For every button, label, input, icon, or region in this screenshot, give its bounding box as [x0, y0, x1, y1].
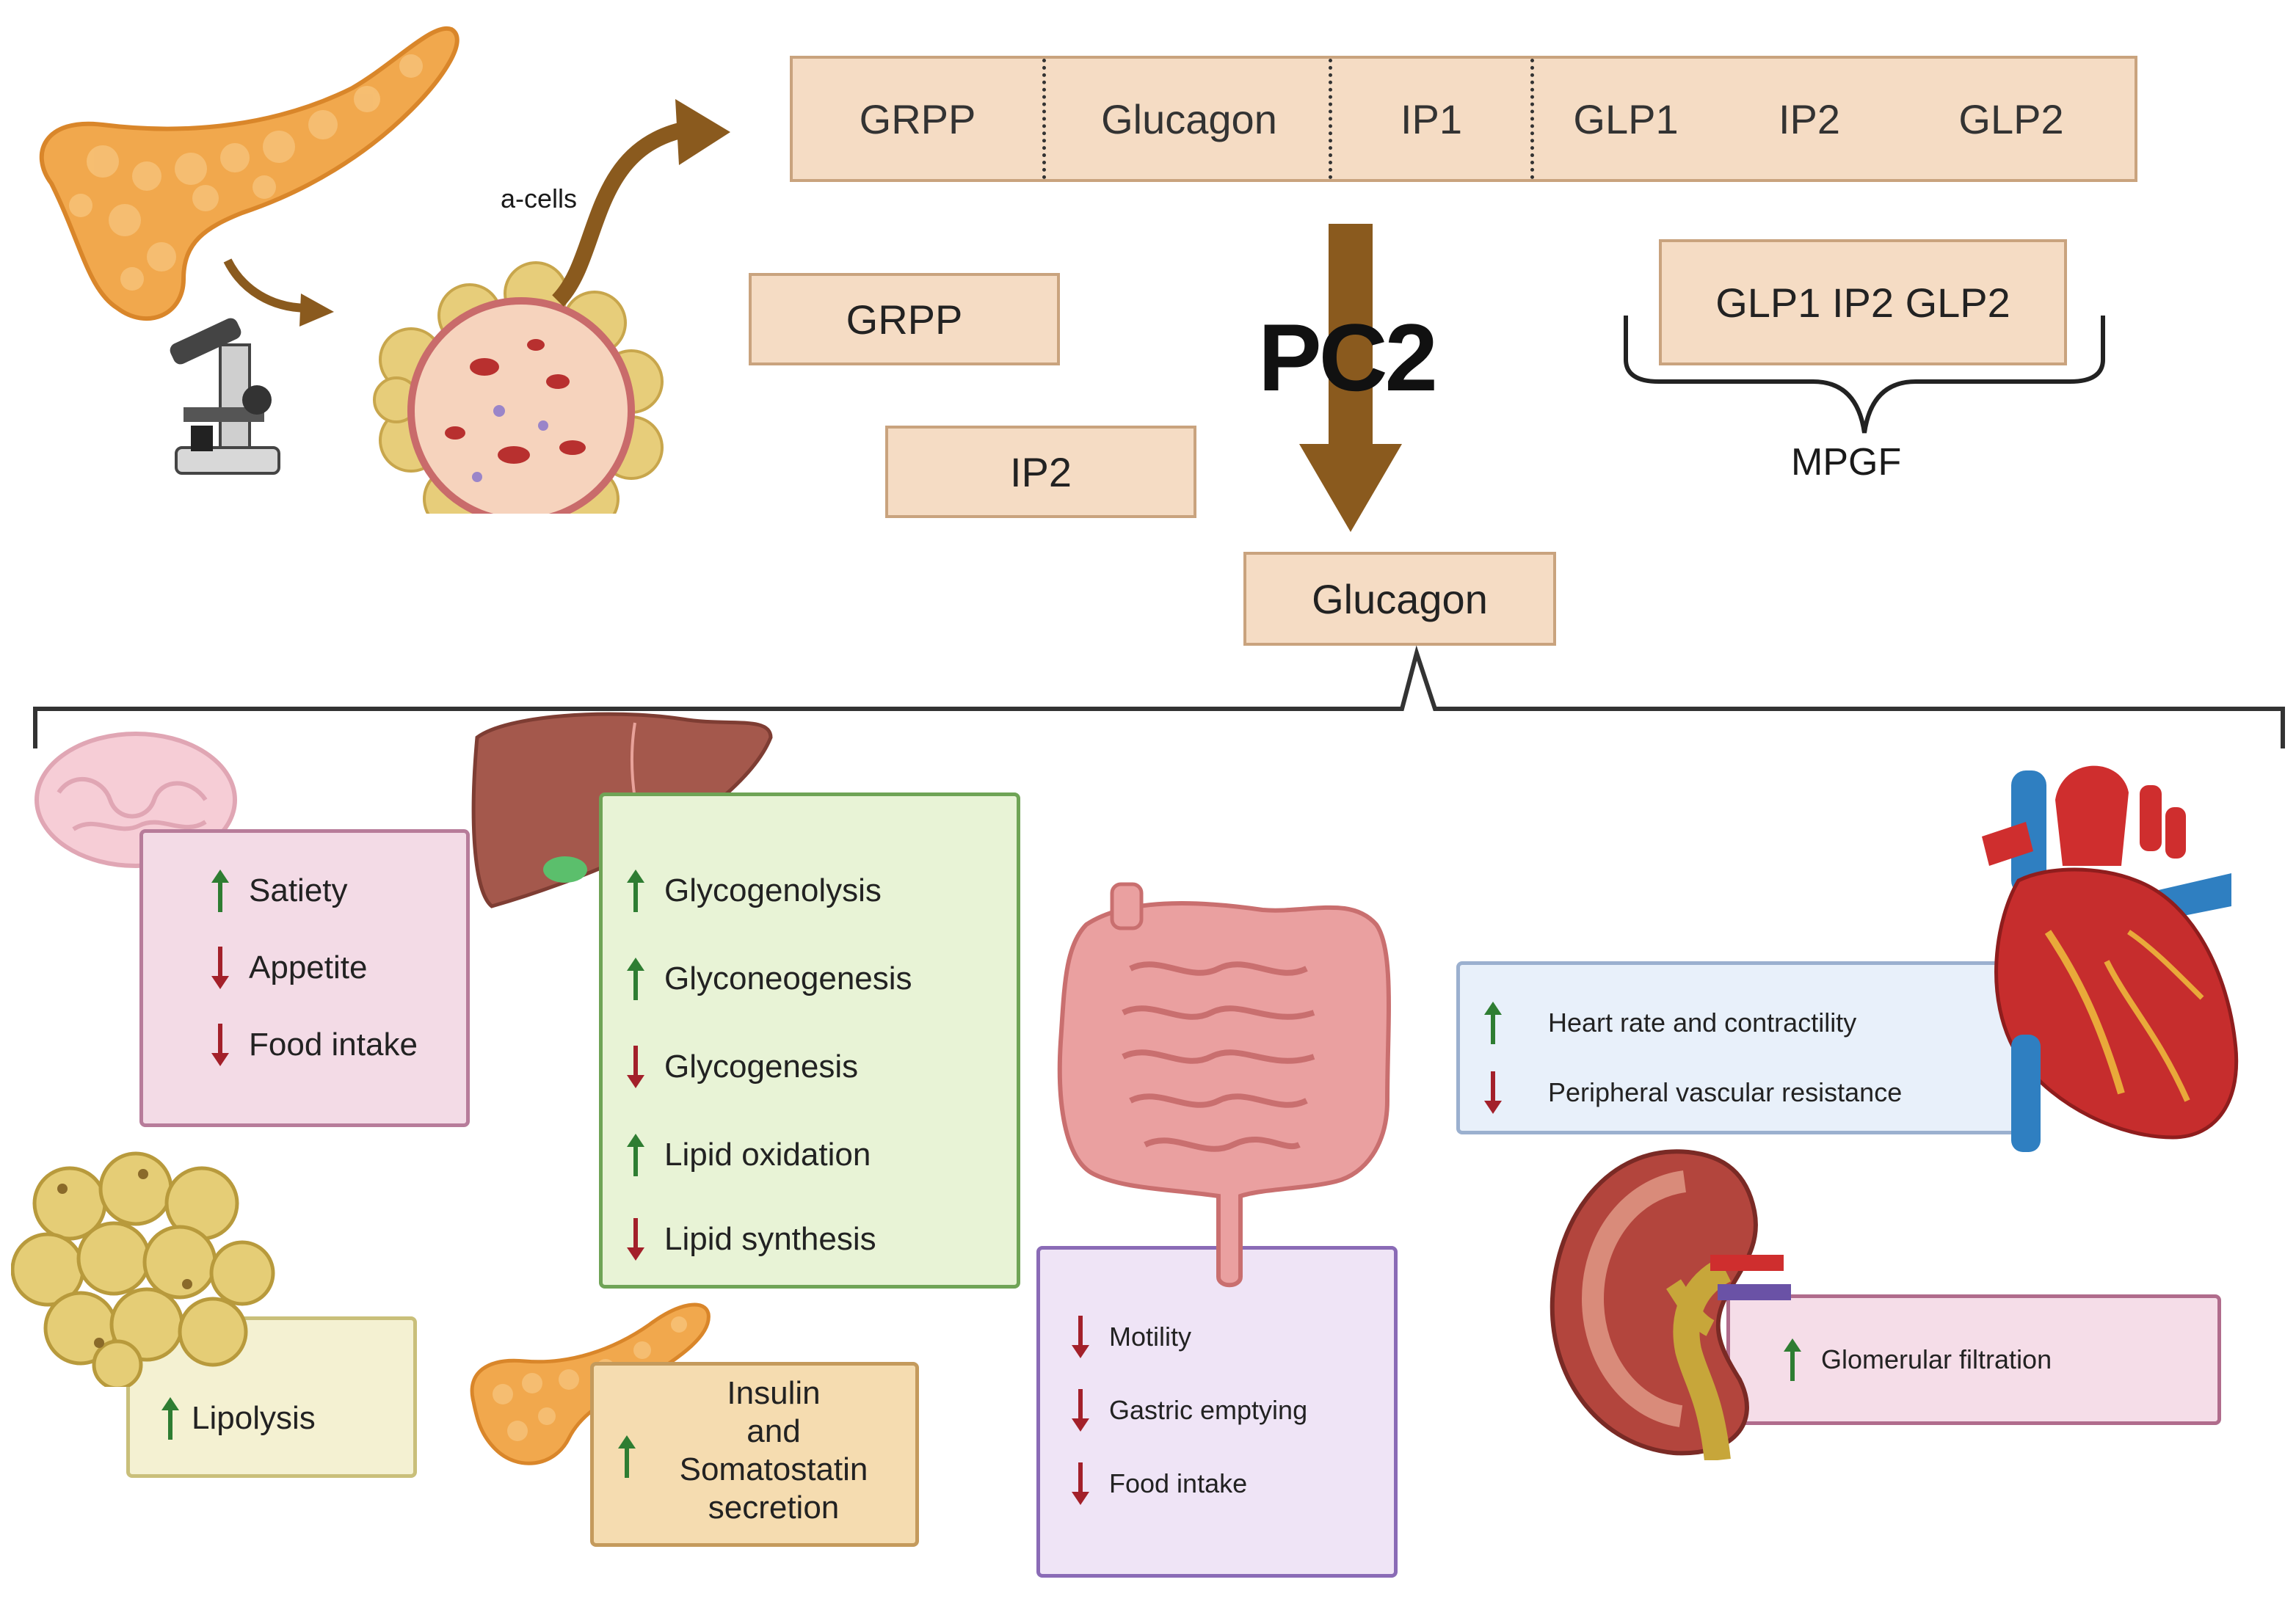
effect-label: Lipid oxidation: [664, 1137, 871, 1173]
effect-line: Somatostatin: [679, 1451, 868, 1487]
effect-row: Glyconeogenesis: [625, 958, 912, 1000]
heart-icon: [1982, 765, 2239, 1152]
mpgf-box: GLP1 IP2 GLP2: [1659, 239, 2067, 365]
effects-bracket: [33, 645, 2285, 748]
adipose-cells-icon: [11, 1151, 275, 1387]
curved-arrow-icon: [223, 258, 309, 313]
pancreas-effect-text: Insulin and Somatostatin secretion: [638, 1374, 909, 1527]
effect-row: Motility: [1069, 1316, 1191, 1358]
effect-label: Glycogenesis: [664, 1049, 859, 1085]
pc2-enzyme-label: PC2: [1258, 304, 1438, 411]
divider: [1329, 59, 1332, 179]
segment-grpp: GRPP: [859, 95, 976, 142]
up-arrow-icon: [1484, 1002, 1502, 1044]
effect-line: Insulin: [727, 1375, 821, 1411]
effect-line: secretion: [708, 1490, 840, 1526]
divider: [1530, 59, 1534, 179]
kidney-icon: [1550, 1149, 1791, 1460]
effect-row: Appetite: [209, 947, 367, 989]
effect-row: Peripheral vascular resistance: [1482, 1071, 1902, 1114]
effect-row: Gastric emptying: [1069, 1389, 1307, 1432]
segment-glp2: GLP2: [1958, 95, 2064, 142]
effect-label: Lipolysis: [192, 1400, 316, 1436]
mpgf-label: MPGF: [1791, 441, 1902, 484]
up-arrow-icon: [627, 870, 644, 912]
glucagon-box: Glucagon: [1243, 552, 1556, 646]
segment-ip1: IP1: [1400, 95, 1463, 142]
down-arrow-icon: [1072, 1462, 1089, 1505]
liver-effects-box: Glycogenolysis Glyconeogenesis Glycogene…: [599, 792, 1020, 1289]
effect-label: Satiety: [249, 872, 348, 908]
up-arrow-icon: [627, 958, 644, 1000]
pancreas-effects-box: Insulin and Somatostatin secretion: [590, 1362, 919, 1547]
down-arrow-icon: [1484, 1071, 1502, 1114]
effect-row: Lipolysis: [159, 1397, 316, 1440]
down-arrow-icon: [1072, 1389, 1089, 1432]
proglucagon-bar: GRPP Glucagon IP1 GLP1 IP2 GLP2: [790, 56, 2137, 182]
up-arrow-icon: [627, 1134, 644, 1176]
effect-row: Satiety: [209, 870, 348, 912]
curved-arrow-icon: [551, 120, 692, 307]
effect-row: Lipid synthesis: [625, 1218, 876, 1261]
a-cells-label: a-cells: [501, 183, 578, 214]
effect-row: Food intake: [1069, 1462, 1247, 1505]
ip2-box: IP2: [885, 426, 1196, 518]
effect-row: Heart rate and contractility: [1482, 1002, 1856, 1044]
effect-label: Lipid synthesis: [664, 1221, 876, 1257]
effect-label: Appetite: [249, 950, 368, 985]
effect-label: Motility: [1109, 1322, 1192, 1352]
segment-glp1: GLP1: [1573, 95, 1679, 142]
effect-label: Food intake: [249, 1027, 418, 1063]
down-arrow-icon: [211, 947, 229, 989]
effect-label: Glomerular filtration: [1821, 1344, 2052, 1374]
grpp-box: GRPP: [749, 273, 1060, 365]
up-arrow-icon: [618, 1435, 636, 1478]
effect-label: Peripheral vascular resistance: [1548, 1077, 1903, 1107]
up-arrow-icon: [161, 1397, 179, 1440]
top-left-illustration: [39, 26, 730, 514]
segment-glucagon: Glucagon: [1101, 95, 1277, 142]
down-arrow-icon: [211, 1024, 229, 1066]
microscope-icon: [170, 318, 280, 475]
islet-icon: [373, 261, 664, 514]
effect-label: Heart rate and contractility: [1548, 1007, 1857, 1038]
effect-label: Glycogenolysis: [664, 872, 882, 908]
down-arrow-icon: [627, 1046, 644, 1088]
effect-label: Food intake: [1109, 1468, 1248, 1498]
effect-row: Glycogenolysis: [625, 870, 882, 912]
up-arrow-icon: [1784, 1338, 1801, 1381]
down-arrow-icon: [627, 1218, 644, 1261]
pancreas-icon: [39, 26, 459, 321]
pc2-arrow: [1299, 224, 1402, 532]
heart-effects-box: Heart rate and contractility Peripheral …: [1456, 961, 2027, 1134]
down-arrow-icon: [1072, 1316, 1089, 1358]
brain-effects-box: Satiety Appetite Food intake: [139, 829, 470, 1127]
mpgf-brace: [1624, 316, 2105, 434]
effect-line: and: [746, 1413, 801, 1449]
gut-effects-box: Motility Gastric emptying Food intake: [1036, 1246, 1398, 1578]
effect-row: Lipid oxidation: [625, 1134, 871, 1176]
effect-label: Gastric emptying: [1109, 1395, 1308, 1425]
kidney-effects-box: Glomerular filtration: [1726, 1294, 2221, 1425]
effect-row: Glycogenesis: [625, 1046, 858, 1088]
divider: [1042, 59, 1046, 179]
intestine-icon: [1057, 882, 1391, 1288]
up-arrow-icon: [211, 870, 229, 912]
effect-row: Food intake: [209, 1024, 418, 1066]
effect-row: Glomerular filtration: [1781, 1338, 2052, 1381]
effect-label: Glyconeogenesis: [664, 961, 912, 996]
segment-ip2: IP2: [1778, 95, 1841, 142]
